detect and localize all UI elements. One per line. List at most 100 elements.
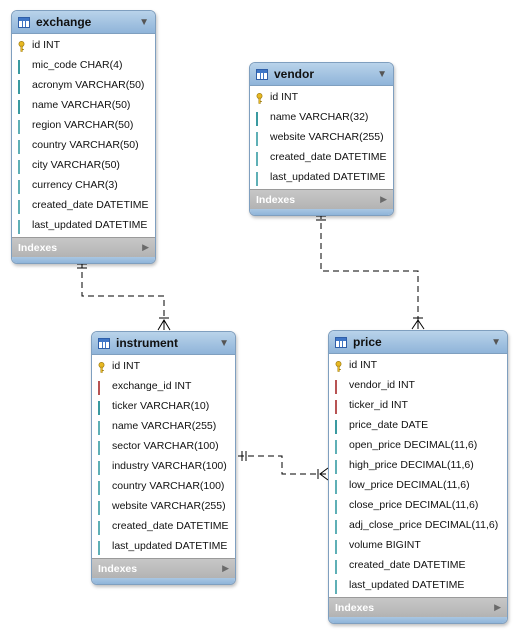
column-label: high_price DECIMAL(11,6): [349, 459, 474, 471]
table-header[interactable]: instrument ▼: [92, 332, 235, 355]
indexes-section[interactable]: Indexes ▶: [329, 597, 507, 617]
column-label: created_date DATETIME: [32, 199, 149, 211]
column-row[interactable]: name VARCHAR(50): [12, 95, 155, 115]
column-row[interactable]: adj_close_price DECIMAL(11,6): [329, 515, 507, 535]
column-row[interactable]: acronym VARCHAR(50): [12, 75, 155, 95]
table-bottom-bar: [92, 578, 235, 584]
expand-arrow-icon[interactable]: ▶: [380, 194, 387, 204]
column-label: name VARCHAR(50): [32, 99, 131, 111]
column-row[interactable]: region VARCHAR(50): [12, 115, 155, 135]
column-row[interactable]: last_updated DATETIME: [12, 215, 155, 235]
column-row[interactable]: name VARCHAR(32): [250, 107, 393, 127]
column-label: id INT: [112, 360, 141, 372]
collapse-arrow-icon[interactable]: ▼: [377, 68, 387, 80]
column-label: last_updated DATETIME: [32, 219, 148, 231]
column-row[interactable]: name VARCHAR(255): [92, 416, 235, 436]
column-row[interactable]: currency CHAR(3): [12, 175, 155, 195]
column-row[interactable]: open_price DECIMAL(11,6): [329, 435, 507, 455]
collapse-arrow-icon[interactable]: ▼: [491, 336, 501, 348]
column-row[interactable]: sector VARCHAR(100): [92, 436, 235, 456]
expand-arrow-icon[interactable]: ▶: [494, 602, 501, 612]
indexes-section[interactable]: Indexes ▶: [12, 237, 155, 257]
column-row[interactable]: ticker VARCHAR(10): [92, 396, 235, 416]
column-label: adj_close_price DECIMAL(11,6): [349, 519, 499, 531]
nullable-diamond-icon: [17, 119, 26, 134]
table-header[interactable]: price ▼: [329, 331, 507, 354]
column-row[interactable]: created_date DATETIME: [329, 555, 507, 575]
indexes-section[interactable]: Indexes ▶: [250, 189, 393, 209]
table-exchange[interactable]: exchange ▼ id INT mic_code CHAR(4)acronym…: [11, 10, 156, 264]
column-label: open_price DECIMAL(11,6): [349, 439, 478, 451]
column-label: created_date DATETIME: [349, 559, 466, 571]
column-row[interactable]: created_date DATETIME: [92, 516, 235, 536]
table-header[interactable]: vendor ▼: [250, 63, 393, 86]
column-label: created_date DATETIME: [270, 151, 387, 163]
primary-key-icon: [97, 361, 106, 373]
column-row[interactable]: id INT: [329, 355, 507, 375]
column-row[interactable]: price_date DATE: [329, 415, 507, 435]
column-row[interactable]: city VARCHAR(50): [12, 155, 155, 175]
nullable-diamond-icon: [334, 439, 343, 454]
column-row[interactable]: industry VARCHAR(100): [92, 456, 235, 476]
not-null-diamond-icon: [17, 99, 26, 114]
foreign-key-diamond-icon: [334, 399, 343, 414]
nullable-diamond-icon: [255, 171, 264, 186]
table-bottom-bar: [12, 257, 155, 263]
column-row[interactable]: website VARCHAR(255): [250, 127, 393, 147]
column-label: country VARCHAR(100): [112, 480, 225, 492]
column-row[interactable]: ticker_id INT: [329, 395, 507, 415]
not-null-diamond-icon: [255, 111, 264, 126]
column-label: vendor_id INT: [349, 379, 415, 391]
column-label: website VARCHAR(255): [270, 131, 384, 143]
expand-arrow-icon[interactable]: ▶: [142, 242, 149, 252]
column-label: country VARCHAR(50): [32, 139, 139, 151]
foreign-key-diamond-icon: [334, 379, 343, 394]
column-row[interactable]: country VARCHAR(50): [12, 135, 155, 155]
column-row[interactable]: close_price DECIMAL(11,6): [329, 495, 507, 515]
column-row[interactable]: last_updated DATETIME: [329, 575, 507, 595]
table-vendor[interactable]: vendor ▼ id INT name VARCHAR(32) website V…: [249, 62, 394, 216]
column-label: industry VARCHAR(100): [112, 460, 227, 472]
column-row[interactable]: country VARCHAR(100): [92, 476, 235, 496]
column-row[interactable]: last_updated DATETIME: [250, 167, 393, 187]
indexes-label: Indexes: [335, 601, 375, 614]
column-row[interactable]: volume BIGINT: [329, 535, 507, 555]
table-price[interactable]: price ▼ id INT vendor_id INT ticker_id INT…: [328, 330, 508, 624]
indexes-section[interactable]: Indexes ▶: [92, 558, 235, 578]
column-row[interactable]: created_date DATETIME: [12, 195, 155, 215]
table-header[interactable]: exchange ▼: [12, 11, 155, 34]
expand-arrow-icon[interactable]: ▶: [222, 563, 229, 573]
column-label: sector VARCHAR(100): [112, 440, 219, 452]
column-row[interactable]: created_date DATETIME: [250, 147, 393, 167]
nullable-diamond-icon: [97, 480, 106, 495]
indexes-label: Indexes: [98, 562, 138, 575]
column-row[interactable]: last_updated DATETIME: [92, 536, 235, 556]
column-row[interactable]: website VARCHAR(255): [92, 496, 235, 516]
column-row[interactable]: low_price DECIMAL(11,6): [329, 475, 507, 495]
column-row[interactable]: high_price DECIMAL(11,6): [329, 455, 507, 475]
column-row[interactable]: id INT: [92, 356, 235, 376]
column-row[interactable]: id INT: [250, 87, 393, 107]
nullable-diamond-icon: [334, 579, 343, 594]
nullable-diamond-icon: [17, 199, 26, 214]
column-row[interactable]: id INT: [12, 35, 155, 55]
collapse-arrow-icon[interactable]: ▼: [219, 337, 229, 349]
column-row[interactable]: exchange_id INT: [92, 376, 235, 396]
column-label: last_updated DATETIME: [349, 579, 465, 591]
column-label: name VARCHAR(32): [270, 111, 369, 123]
nullable-diamond-icon: [97, 440, 106, 455]
column-label: city VARCHAR(50): [32, 159, 120, 171]
nullable-diamond-icon: [255, 131, 264, 146]
not-null-diamond-icon: [17, 79, 26, 94]
collapse-arrow-icon[interactable]: ▼: [139, 16, 149, 28]
column-label: id INT: [32, 39, 61, 51]
nullable-diamond-icon: [17, 219, 26, 234]
column-row[interactable]: mic_code CHAR(4): [12, 55, 155, 75]
nullable-diamond-icon: [334, 479, 343, 494]
primary-key-icon: [17, 40, 26, 52]
nullable-diamond-icon: [255, 151, 264, 166]
column-label: website VARCHAR(255): [112, 500, 226, 512]
column-row[interactable]: vendor_id INT: [329, 375, 507, 395]
